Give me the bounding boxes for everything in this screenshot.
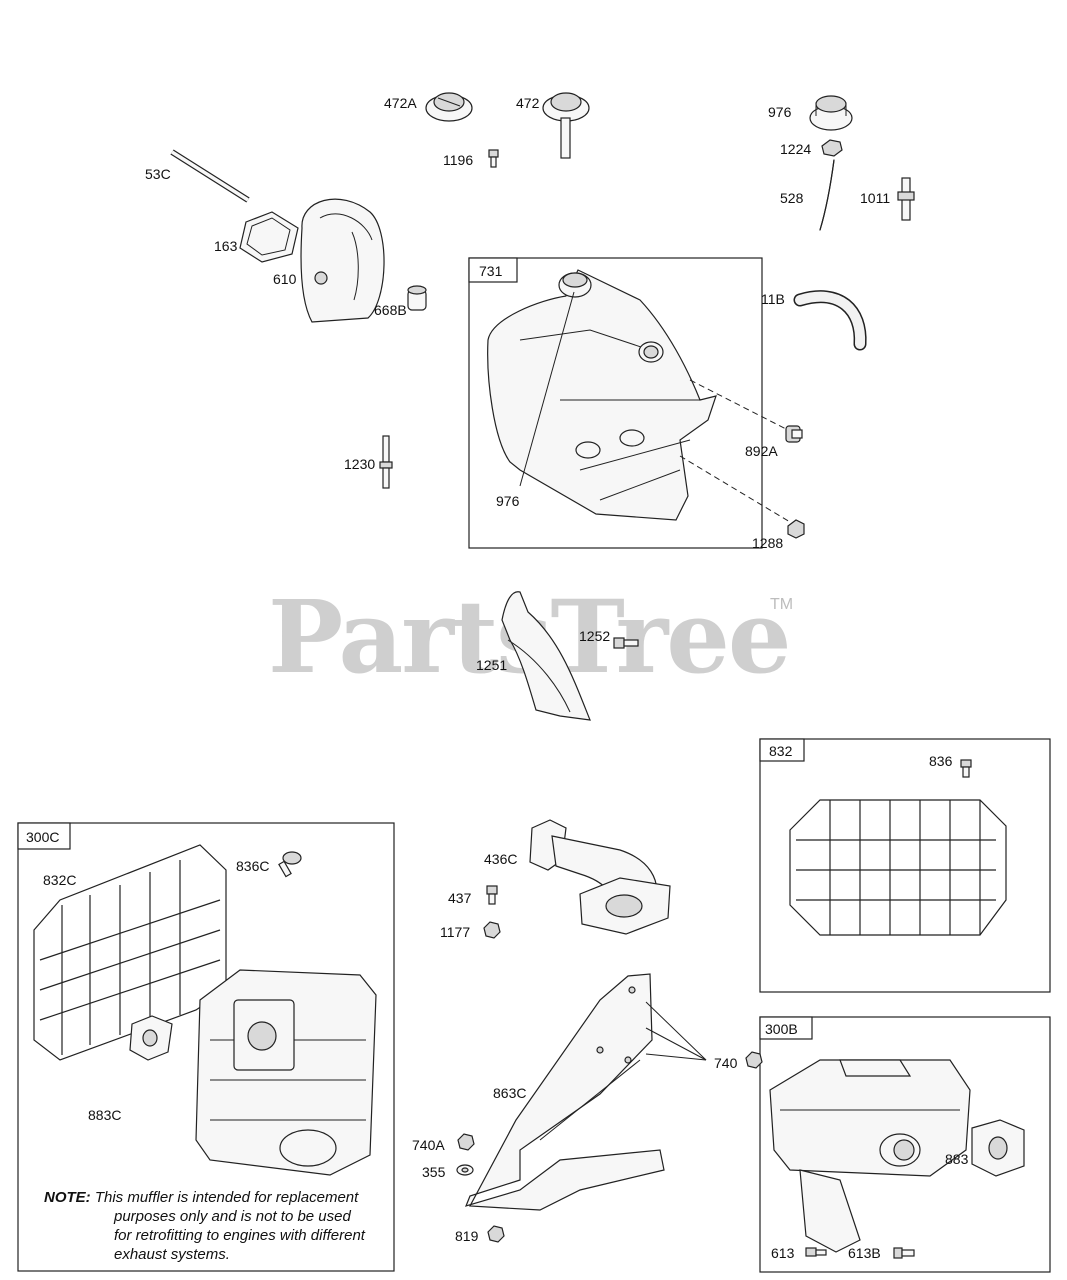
callout-836C: 836C [236,858,270,874]
callout-1011: 1011 [860,190,891,206]
callout-976: 976 [496,493,520,509]
note-label: NOTE: [44,1189,91,1206]
part-300B-muffler [769,1059,971,1253]
note-line-3: for retrofitting to engines with differe… [114,1227,365,1244]
part-613-bolt [805,1247,827,1257]
callout-610: 610 [273,271,297,287]
part-437-bolt [486,885,498,905]
callout-1224: 1224 [780,141,812,157]
box-label-832: 832 [769,743,793,759]
callout-832C: 832C [43,872,77,888]
callout-355: 355 [422,1164,446,1180]
callout-163: 163 [214,238,238,254]
part-976-breather-cap [809,95,853,131]
part-1230-stud [379,435,393,489]
callout-740: 740 [714,1055,738,1071]
box-label-300C: 300C [26,829,60,845]
part-731-fuel-tank [487,269,717,521]
part-472-cap [542,92,590,159]
callout-819: 819 [455,1228,479,1244]
callout-1230: 1230 [344,456,376,472]
callout-976-top: 976 [768,104,792,120]
callout-11B: 11B [761,291,785,307]
part-836-bolt [960,759,972,778]
part-613B-bolt [893,1247,915,1259]
part-300C-muffler [195,969,377,1176]
callout-836: 836 [929,753,953,769]
part-610-shield [300,198,385,323]
part-1177-nut [483,921,501,939]
part-863C-bracket [464,973,665,1211]
callout-883: 883 [945,1151,969,1167]
callout-668B: 668B [374,302,407,318]
part-53C-rod [170,149,250,203]
callout-1288: 1288 [752,535,784,551]
note-line-1: This muffler is intended for replacement [94,1189,359,1206]
callout-863C: 863C [493,1085,527,1101]
group-box-300C [17,822,395,1272]
part-668B-spacer [407,285,427,311]
part-163-gasket [239,211,299,263]
part-883C-gasket [129,1015,173,1061]
callout-892A: 892A [745,443,778,459]
part-528-hose [819,159,835,231]
note-line-4: exhaust systems. [114,1246,230,1263]
part-740A-nut [457,1133,475,1151]
callout-613B: 613B [848,1245,881,1261]
callout-1252: 1252 [579,628,611,644]
callout-528: 528 [780,190,804,206]
part-883-gasket [971,1119,1025,1177]
group-box-731 [468,257,763,549]
muffler-note: NOTE: This muffler is intended for repla… [44,1188,374,1264]
part-1288-grommet [787,519,805,539]
callout-613: 613 [771,1245,795,1261]
part-436C-exhaust-elbow [529,819,671,935]
part-832-wire-guard [789,799,1007,936]
callout-883C: 883C [88,1107,122,1123]
group-box-832 [759,738,1051,993]
callout-1177: 1177 [440,924,471,940]
callout-436C: 436C [484,851,518,867]
part-1196-bolt [488,149,499,168]
callout-53C: 53C [145,166,171,182]
part-355-washer [456,1164,474,1176]
part-1224-nut [821,139,843,157]
part-1252-bolt [613,637,639,649]
callout-1251: 1251 [476,657,508,673]
box-label-731: 731 [479,263,503,279]
part-740-nut [745,1051,763,1069]
part-1011-fitting [897,177,915,221]
callout-1196: 1196 [443,152,474,168]
trademark-mark: TM [770,596,794,613]
part-819-bolt [487,1225,505,1243]
group-box-300B [759,1016,1051,1273]
callout-472: 472 [516,95,540,111]
box-label-300B: 300B [765,1021,798,1037]
part-1251-bracket [501,591,591,721]
callout-437: 437 [448,890,472,906]
part-836C-bolt [278,851,302,878]
callout-472A: 472A [384,95,417,111]
note-line-2: purposes only and is not to be used [114,1208,351,1225]
part-472A-cap [425,92,473,122]
callout-740A: 740A [412,1137,445,1153]
part-892A-valve [785,425,803,443]
